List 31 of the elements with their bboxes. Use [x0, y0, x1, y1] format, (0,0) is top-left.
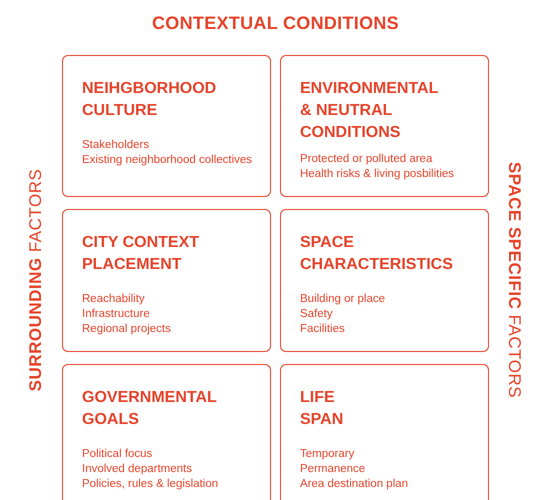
card-heading: LIFE SPAN	[300, 388, 344, 430]
card-heading: NEIHGBORHOOD CULTURE	[82, 79, 218, 121]
axis-label: SURROUNDING FACTORS	[26, 168, 46, 392]
card-item: Temporary	[300, 447, 356, 462]
card-heading: ENVIRONMENTAL & NEUTRAL CONDITIONS	[300, 79, 440, 143]
factor-card	[62, 209, 271, 352]
card-item: Involved departments	[82, 462, 193, 477]
card-item: Existing neighborhood collectives	[82, 153, 254, 168]
axis-label: SPACE SPECIFIC FACTORS	[504, 162, 524, 398]
factor-card	[62, 364, 271, 500]
card-item: Policies, rules & legislation	[82, 477, 220, 492]
card-item: Political focus	[82, 447, 154, 462]
diagram-title: CONTEXTUAL CONDITIONS	[151, 12, 400, 34]
card-item: Regional projects	[82, 322, 172, 337]
card-item: Building or place	[300, 292, 386, 307]
factor-card	[280, 364, 489, 500]
card-item: Area destination plan	[300, 477, 410, 492]
factor-card	[280, 55, 489, 197]
card-item: Stakeholders	[82, 138, 150, 153]
card-item: Protected or polluted area	[300, 152, 434, 167]
card-heading: SPACE CHARACTERISTICS	[300, 233, 454, 275]
factor-card	[280, 209, 489, 352]
card-item: Permanence	[300, 462, 366, 477]
card-item: Reachability	[82, 292, 146, 307]
factor-card	[62, 55, 271, 197]
card-item: Health risks & living posbilities	[300, 167, 456, 182]
card-heading: CITY CONTEXT PLACEMENT	[82, 233, 200, 275]
card-heading: GOVERNMENTAL GOALS	[82, 388, 218, 430]
card-item: Facilities	[300, 322, 346, 337]
card-item: Safety	[300, 307, 334, 322]
card-item: Infrastructure	[82, 307, 151, 322]
